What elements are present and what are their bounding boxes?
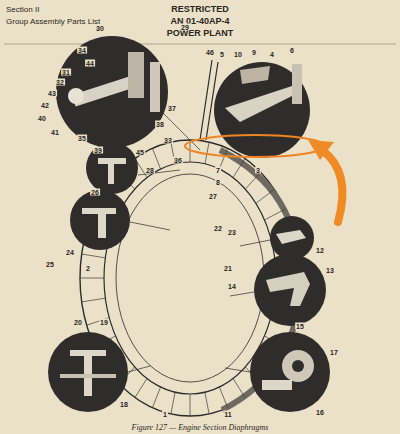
callout-number: 31 [61,69,71,76]
callout-number: 22 [213,225,223,232]
callout-number: 11 [223,411,232,418]
callout-number: 35 [77,135,87,142]
leader-lines [128,110,270,372]
callout-number: 33 [163,137,173,144]
callout-number: 21 [223,265,233,272]
figure-caption: Figure 127 — Engine Section Diaphragms [132,424,269,432]
callout-number: 36 [173,157,183,164]
callout-number: 9 [251,49,257,56]
highlight-arrowhead [308,140,334,160]
callout-number: 27 [208,193,218,200]
callout-number: 34 [77,47,87,54]
callout-number: 42 [40,102,50,109]
callout-number: 20 [73,319,83,326]
header-text: RESTRICTED [171,5,229,14]
callout-number: 37 [167,105,177,112]
highlight-oval [185,135,325,157]
callout-number: 25 [45,261,55,268]
callout-number: 8 [215,179,221,186]
callout-number: 39 [93,147,103,154]
callout-number: 12 [315,247,325,254]
callout-number: 32 [55,79,65,86]
callout-number: 28 [145,167,155,174]
callout-number: 46 [205,49,215,56]
callout-number: 38 [155,121,165,128]
callout-number: 16 [315,409,325,416]
highlight-arrow [322,150,342,222]
callout-number: 43 [47,90,57,97]
callout-number: 10 [233,51,243,58]
callout-number: 7 [215,167,221,174]
callout-number: 1 [162,411,168,418]
callout-number: 41 [50,129,60,136]
callout-number: 5 [219,51,225,58]
callout-number: 2 [85,265,91,272]
callout-number: 30 [95,25,105,32]
callout-number: 6 [289,47,295,54]
callout-number: 29 [180,24,190,31]
callout-number: 18 [119,401,129,408]
detail-insets [48,36,330,412]
callout-number: 23 [227,229,237,236]
callout-number: 4 [269,51,275,58]
callout-number: 15 [295,323,305,330]
header-text: Group Assembly Parts List [6,18,100,26]
callout-number: 45 [135,149,145,156]
callout-number: 24 [65,249,75,256]
callout-number: 17 [329,349,339,356]
rule [4,44,396,45]
callout-number: 40 [37,115,47,122]
callout-number: 13 [325,267,335,274]
callout-number: 44 [85,60,95,67]
callout-number: 3 [255,167,261,174]
callout-number: 26 [90,189,100,196]
section-title: POWER PLANT [167,29,234,38]
header-text: Section II [6,6,39,14]
callout-number: 14 [227,283,237,290]
callout-number: 19 [99,319,109,326]
